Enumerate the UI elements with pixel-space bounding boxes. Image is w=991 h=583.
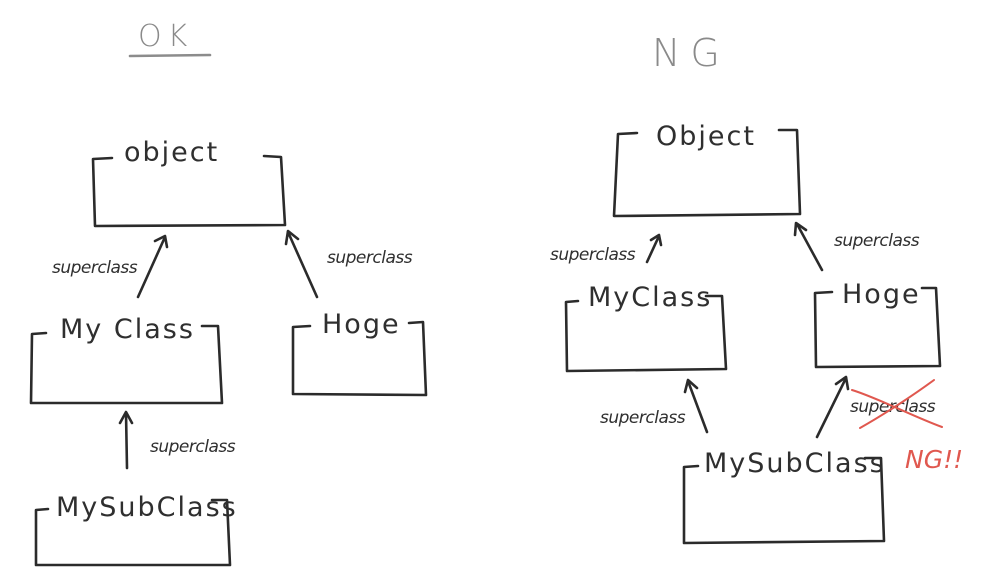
ng-arrow-mysubclass-hoge: superclass xyxy=(815,375,943,439)
ok-arrow-shaft xyxy=(124,411,129,470)
ng-object-class-box: Object xyxy=(612,121,802,218)
ng-arrow-head xyxy=(683,378,699,394)
ng-myclass-box-outline xyxy=(564,294,728,373)
ok-mysubclass-class-box: MySubClass xyxy=(34,492,238,567)
ng-object-box-outline xyxy=(612,128,802,218)
ok-arrow-mysubclass-myclass: superclass xyxy=(118,410,236,470)
ng-arrow-head xyxy=(793,221,808,237)
ng-arrow-head xyxy=(649,233,663,247)
ok-arrow-shaft xyxy=(136,235,167,299)
ok-hoge-class-box: Hoge xyxy=(291,309,428,397)
ok-arrow-hoge-object: superclass xyxy=(284,229,413,299)
ok-myclass-label: My Class xyxy=(60,314,195,345)
ok-heading-group: OK xyxy=(128,19,212,58)
ok-arrow-shaft xyxy=(286,230,319,299)
ng-mysubclass-label: MySubClass xyxy=(704,448,886,479)
ng-edge-label-myclass: superclass xyxy=(550,245,636,265)
ok-edge-label-myclass: superclass xyxy=(52,258,138,278)
ok-mysubclass-box-outline xyxy=(34,498,232,567)
ng-arrow-myclass-object: superclass xyxy=(550,233,663,265)
ng-hoge-label: Hoge xyxy=(842,279,921,310)
ok-mysubclass-label: MySubClass xyxy=(56,492,238,523)
ng-arrow-shaft xyxy=(815,376,848,439)
ok-arrow-head xyxy=(153,234,169,249)
ng-mysubclass-box-outline xyxy=(682,456,886,545)
ng-edge-label-mysubclass: superclass xyxy=(600,408,686,428)
ok-arrow-myclass-object: superclass xyxy=(52,234,169,299)
ng-arrow-shaft xyxy=(645,234,661,264)
ok-object-class-box: object xyxy=(91,137,287,228)
ng-object-label: Object xyxy=(656,121,756,152)
ok-arrow-head xyxy=(284,229,300,246)
ng-diagram: Object MyClass Hoge MySubClass superclas… xyxy=(550,121,963,545)
ng-myclass-label: MyClass xyxy=(588,282,712,313)
ok-object-box-outline xyxy=(91,154,287,228)
ok-hoge-box-outline xyxy=(291,320,428,397)
ok-heading-underline xyxy=(128,53,212,58)
ok-arrow-head xyxy=(118,410,134,425)
ng-arrow-shaft xyxy=(795,222,824,272)
ok-myclass-box-outline xyxy=(29,324,224,405)
ok-hoge-label: Hoge xyxy=(322,309,401,340)
ok-diagram: object My Class Hoge MySubClass supercla… xyxy=(29,137,428,567)
ok-edge-label-mysubclass: superclass xyxy=(150,437,236,457)
ng-myclass-class-box: MyClass xyxy=(564,282,728,373)
ng-hoge-class-box: Hoge xyxy=(813,279,942,369)
ng-strike-line-2 xyxy=(859,379,935,429)
ok-object-label: object xyxy=(124,137,219,168)
ng-arrow-hoge-object: superclass xyxy=(793,221,920,272)
ok-heading: OK xyxy=(138,19,193,54)
ng-hoge-box-outline xyxy=(813,286,942,369)
ng-edge-label-hoge: superclass xyxy=(834,231,920,251)
ng-arrow-mysubclass-myclass: superclass xyxy=(600,378,709,434)
ng-heading: NG xyxy=(652,31,730,75)
ok-myclass-class-box: My Class xyxy=(29,314,224,405)
ng-error-mark: NG!! xyxy=(905,445,963,474)
ng-mysubclass-class-box: MySubClass xyxy=(682,448,886,545)
ng-arrow-shaft xyxy=(686,379,709,434)
ok-edge-label-hoge: superclass xyxy=(327,248,413,268)
ng-arrow-head xyxy=(834,375,850,391)
